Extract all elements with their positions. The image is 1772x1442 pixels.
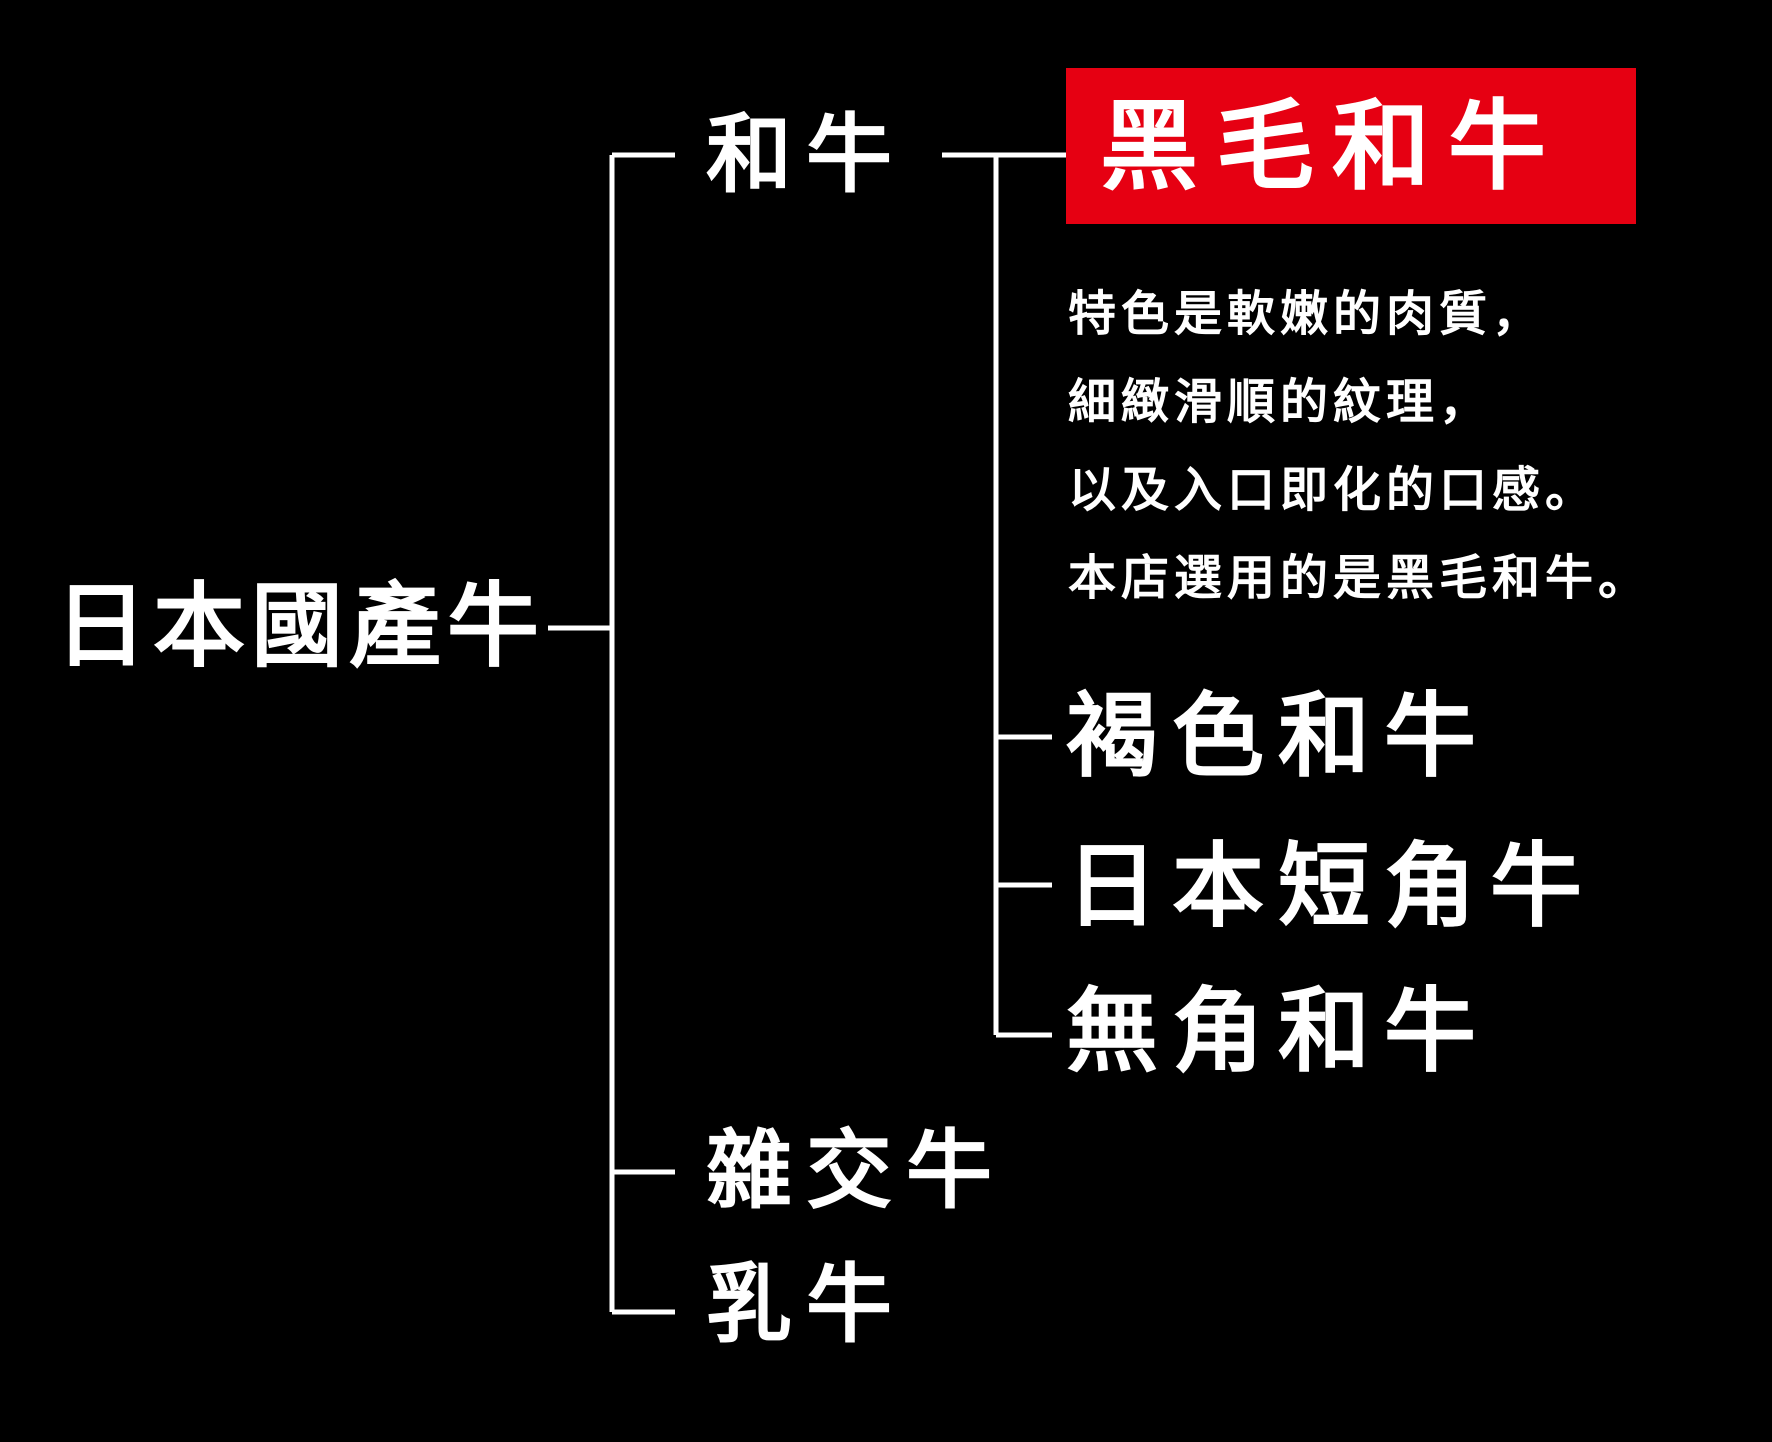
description-line: 本店選用的是黑毛和牛。 xyxy=(1068,550,1652,606)
kuroge-description: 特色是軟嫩的肉質， 細緻滑順的紋理， 以及入口即化的口感。 本店選用的是黑毛和牛… xyxy=(1068,270,1651,622)
description-line: 以及入口即化的口感。 xyxy=(1068,462,1599,518)
kasshoku-wagyu-node: 褐色和牛 xyxy=(1066,682,1491,790)
description-line: 特色是軟嫩的肉質， xyxy=(1068,286,1546,342)
kuroge-wagyu-label: 黑毛和牛 xyxy=(1100,89,1565,204)
mukaku-wagyu-node: 無角和牛 xyxy=(1066,977,1491,1085)
highlight-box xyxy=(1066,68,1636,224)
root-node: 日本國產牛 xyxy=(55,572,546,680)
dairy-node: 乳牛 xyxy=(706,1254,906,1355)
wagyu-node: 和牛 xyxy=(706,104,906,205)
nihon-tankaku-node: 日本短角牛 xyxy=(1066,832,1597,940)
description-line: 細緻滑順的紋理， xyxy=(1068,374,1493,430)
crossbreed-node: 雜交牛 xyxy=(706,1120,1006,1221)
